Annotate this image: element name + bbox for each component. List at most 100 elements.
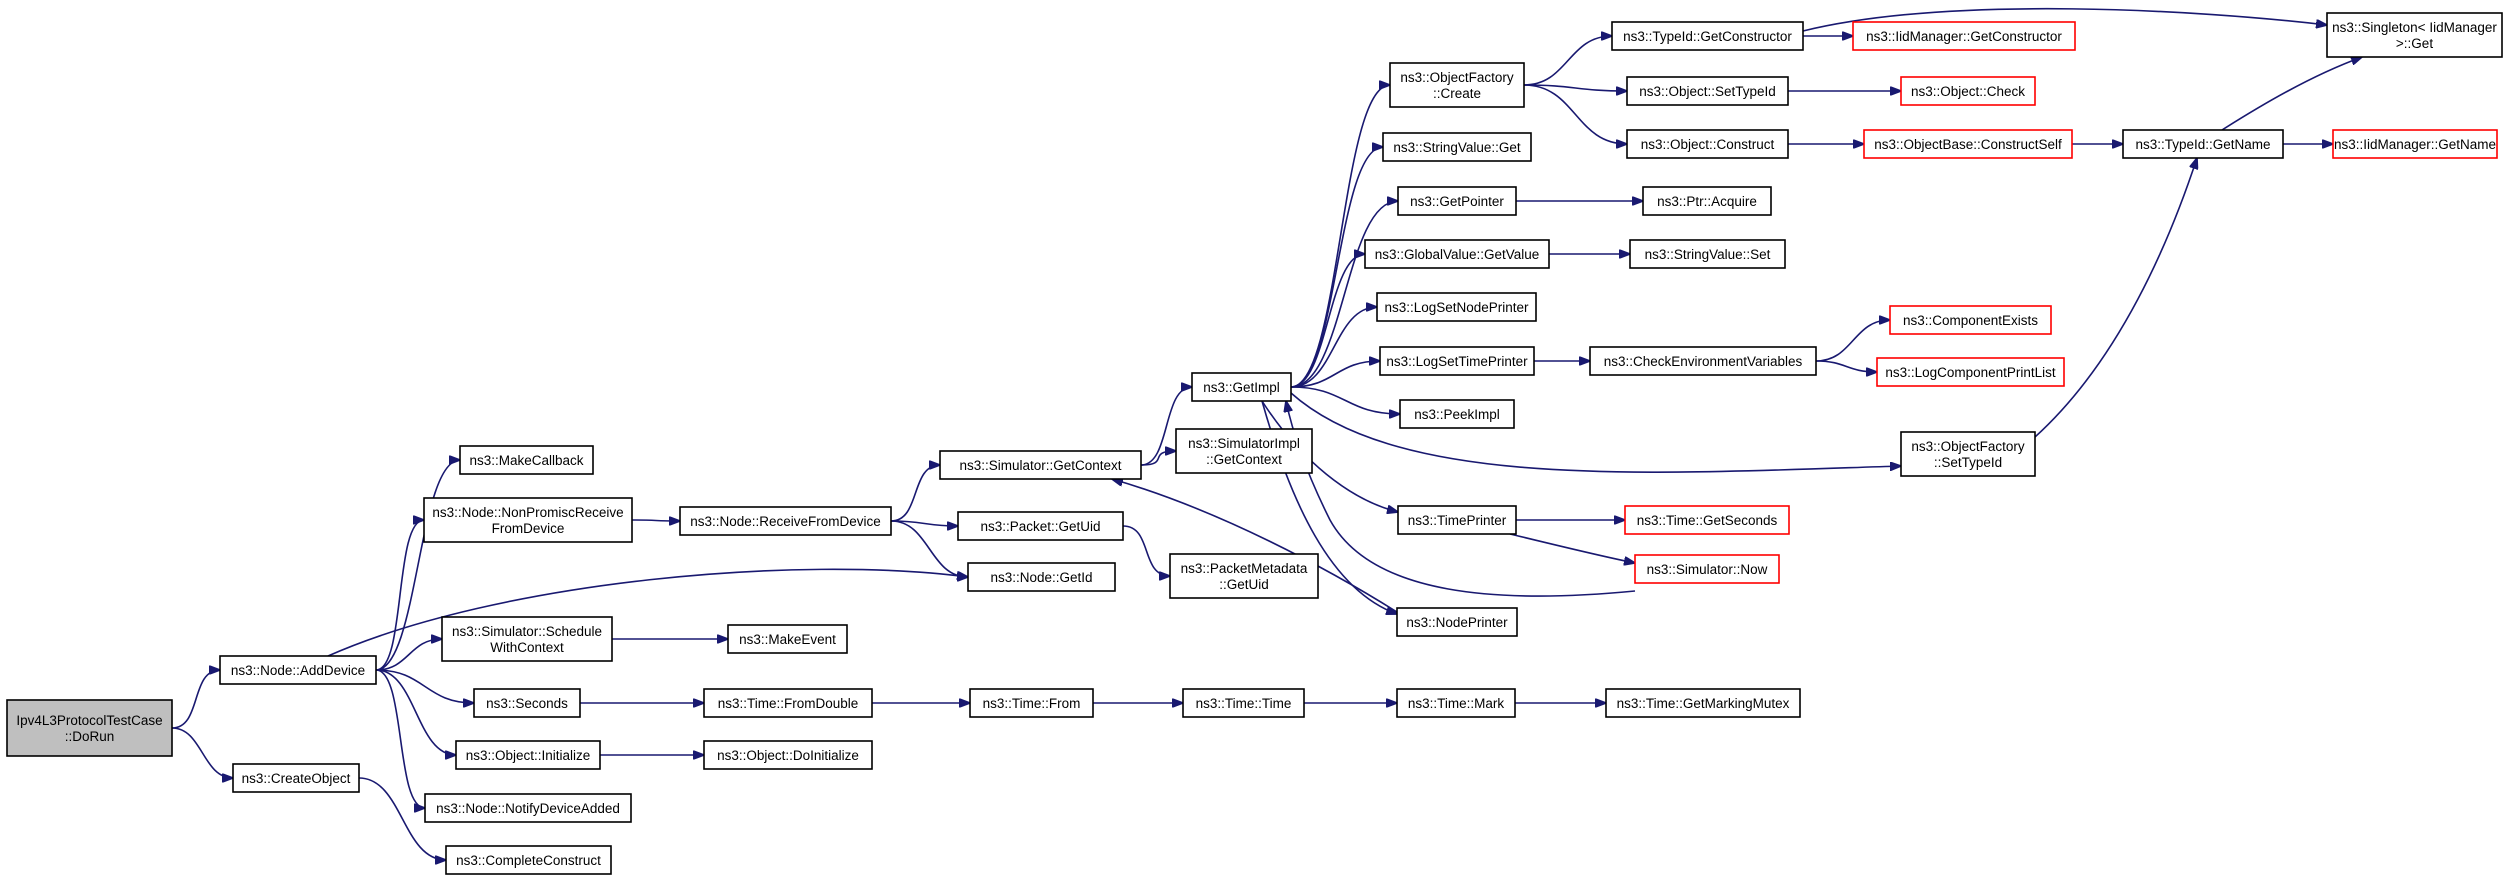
node-objectFactorySetTypeId[interactable]: ns3::ObjectFactory::SetTypeId [1900,431,2036,477]
edge-line [1140,451,1176,466]
edge-line [1815,320,1890,362]
node-label: ns3::Simulator::Schedule [452,624,602,639]
edge-line [1290,361,1380,388]
node-notifyDeviceAdded[interactable]: ns3::Node::NotifyDeviceAdded [424,793,632,823]
node-timeGetSeconds[interactable]: ns3::Time::GetSeconds [1624,505,1790,535]
node-label: ns3::Time::From [983,696,1081,711]
node-packetGetUid[interactable]: ns3::Packet::GetUid [957,511,1124,541]
edge-timePrinter-to-simulatorNow [1509,533,1635,563]
node-logSetNodePrinter[interactable]: ns3::LogSetNodePrinter [1376,292,1537,322]
edge-checkEnvVars-to-componentExists [1815,320,1890,362]
node-label: ::GetContext [1206,452,1282,467]
edge-line [375,520,424,671]
node-receiveFromDevice[interactable]: ns3::Node::ReceiveFromDevice [679,506,892,536]
node-getPointer[interactable]: ns3::GetPointer [1397,186,1517,216]
node-stringValueSet[interactable]: ns3::StringValue::Set [1629,239,1786,269]
node-ptrAcquire[interactable]: ns3::Ptr::Acquire [1642,186,1772,216]
node-typeIdGetConstructor[interactable]: ns3::TypeId::GetConstructor [1611,21,1804,51]
node-label: ns3::StringValue::Set [1645,247,1771,262]
node-componentExists[interactable]: ns3::ComponentExists [1889,305,2052,335]
node-constructSelf[interactable]: ns3::ObjectBase::ConstructSelf [1863,129,2073,159]
node-label: ns3::CheckEnvironmentVariables [1604,354,1803,369]
node-timeFrom[interactable]: ns3::Time::From [969,688,1094,718]
edge-line [2221,57,2362,131]
edge-line [1140,387,1192,466]
node-box [232,763,360,793]
node-timeTime[interactable]: ns3::Time::Time [1182,688,1305,718]
node-nodePrinter[interactable]: ns3::NodePrinter [1396,607,1518,637]
edge-line [171,727,233,778]
edge-objectFactorySetTypeId-to-typeIdGetName [2034,158,2197,438]
node-simulatorNow[interactable]: ns3::Simulator::Now [1634,554,1780,584]
node-timeMark[interactable]: ns3::Time::Mark [1396,688,1516,718]
node-logComponentPrintList[interactable]: ns3::LogComponentPrintList [1876,357,2065,387]
node-box [1389,62,1525,108]
node-objectCheck[interactable]: ns3::Object::Check [1900,76,2036,106]
node-typeIdGetName[interactable]: ns3::TypeId::GetName [2122,129,2284,159]
edge-receiveFromDevice-to-simGetContext [890,465,940,522]
edge-addDevice-to-nodeGetId [327,568,968,657]
node-checkEnvVars[interactable]: ns3::CheckEnvironmentVariables [1589,346,1817,376]
node-label: ns3::Node::NotifyDeviceAdded [436,801,620,816]
edge-line [375,669,425,808]
edge-receiveFromDevice-to-nodeGetId [890,520,968,577]
node-simImplGetContext[interactable]: ns3::SimulatorImpl::GetContext [1175,428,1313,474]
node-box [6,699,173,757]
node-box [1397,186,1517,216]
node-label: ns3::Simulator::GetContext [959,458,1121,473]
node-objectConstruct[interactable]: ns3::Object::Construct [1626,129,1789,159]
node-box [1626,76,1789,106]
node-addDevice[interactable]: ns3::Node::AddDevice [219,655,377,685]
node-objectSetTypeId[interactable]: ns3::Object::SetTypeId [1626,76,1789,106]
node-label: ns3::Node::AddDevice [231,663,365,678]
node-root: Ipv4L3ProtocolTestCase::DoRun [6,699,173,757]
node-label: ns3::Ptr::Acquire [1657,194,1757,209]
node-box [1399,399,1515,429]
node-box [1175,428,1313,474]
edge-line [1290,307,1377,388]
node-box [1191,372,1292,402]
edge-line [1523,84,1627,91]
node-completeConstruct[interactable]: ns3::CompleteConstruct [445,845,612,875]
edge-getImpl-to-logSetTimePrinter [1290,361,1380,388]
edge-createObject-to-completeConstruct [358,777,446,860]
edge-line [1802,7,2327,32]
node-makeCallback[interactable]: ns3::MakeCallback [459,445,594,475]
node-seconds[interactable]: ns3::Seconds [473,688,581,718]
node-label: ns3::MakeEvent [739,632,836,647]
node-label: ns3::ObjectBase::ConstructSelf [1874,137,2062,152]
edge-line [375,669,474,703]
edge-line [1523,84,1627,144]
node-box [1642,186,1772,216]
node-globalValueGetValue[interactable]: ns3::GlobalValue::GetValue [1364,239,1550,269]
node-createObject[interactable]: ns3::CreateObject [232,763,360,793]
node-logSetTimePrinter[interactable]: ns3::LogSetTimePrinter [1379,346,1535,376]
node-box [969,688,1094,718]
node-label: ns3::GetImpl [1203,380,1280,395]
node-peekImpl[interactable]: ns3::PeekImpl [1399,399,1515,429]
node-objectFactoryCreate[interactable]: ns3::ObjectFactory::Create [1389,62,1525,108]
node-timeFromDouble[interactable]: ns3::Time::FromDouble [703,688,873,718]
node-label: ns3::GlobalValue::GetValue [1375,247,1540,262]
node-singletonGet[interactable]: ns3::Singleton< IidManager>::Get [2326,12,2503,58]
node-iidGetName[interactable]: ns3::IidManager::GetName [2332,129,2498,159]
node-box [1852,21,2076,51]
node-stringValueGet[interactable]: ns3::StringValue::Get [1382,132,1532,162]
node-label: ns3::Object::Construct [1641,137,1775,152]
node-box [1397,505,1517,535]
node-iidGetConstructor[interactable]: ns3::IidManager::GetConstructor [1852,21,2076,51]
node-simGetContext[interactable]: ns3::Simulator::GetContext [939,450,1142,480]
node-timePrinter[interactable]: ns3::TimePrinter [1397,505,1517,535]
edge-line [375,669,456,755]
node-objectDoInitialize[interactable]: ns3::Object::DoInitialize [703,740,873,770]
node-getMarkingMutex[interactable]: ns3::Time::GetMarkingMutex [1605,688,1801,718]
node-objectInitialize[interactable]: ns3::Object::Initialize [455,740,601,770]
node-nodeGetId[interactable]: ns3::Node::GetId [967,562,1116,592]
node-packetMetadataGetUid[interactable]: ns3::PacketMetadata::GetUid [1169,553,1319,599]
edge-addDevice-to-nonPromisc [375,520,424,671]
node-makeEvent[interactable]: ns3::MakeEvent [727,624,848,654]
node-getImpl[interactable]: ns3::GetImpl [1191,372,1292,402]
